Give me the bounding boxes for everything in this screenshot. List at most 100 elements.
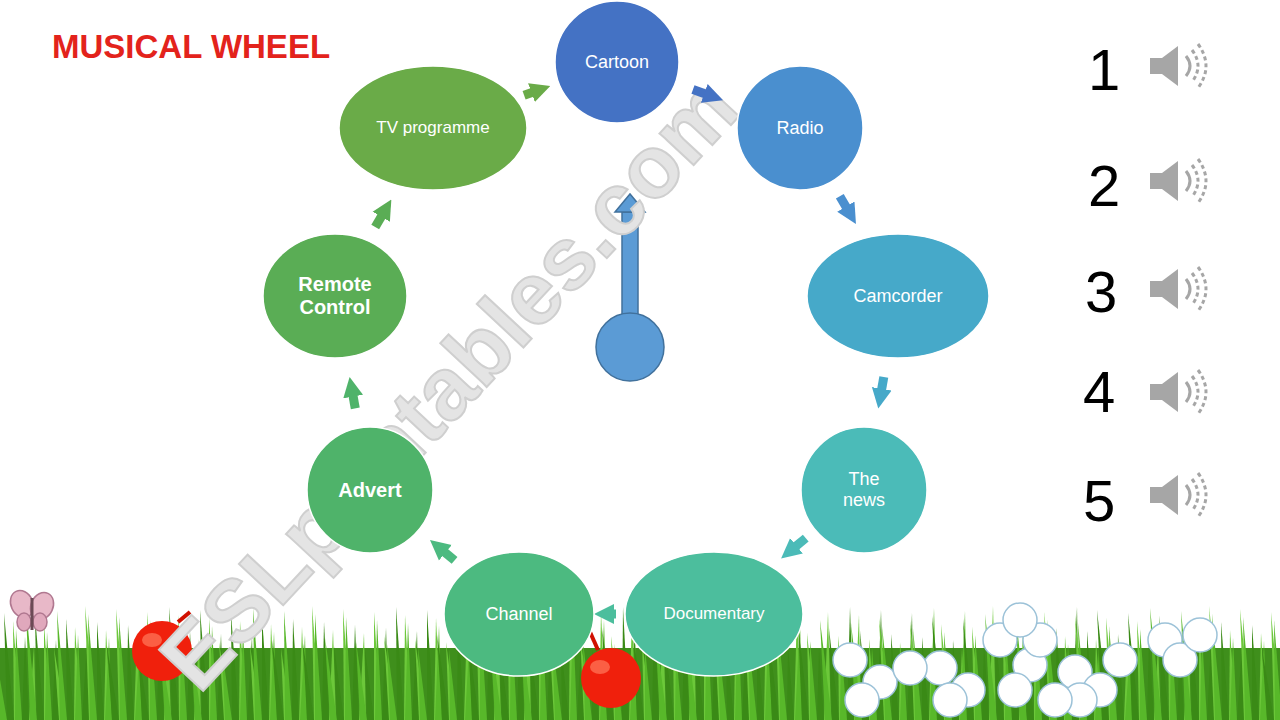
grass-blade [1262, 649, 1274, 720]
grass-blade [820, 620, 832, 720]
grass-blade [787, 646, 794, 720]
grass-blade [446, 642, 456, 720]
grass-blade [418, 647, 427, 720]
flower [893, 651, 927, 685]
grass-blade [1240, 609, 1251, 720]
grass-blade [1140, 629, 1147, 720]
grass-blade [13, 621, 21, 720]
grass-blade [345, 617, 352, 720]
flower [1038, 683, 1072, 717]
grass-blade [66, 619, 74, 720]
grass-blade [384, 636, 396, 720]
node-content: Advert [306, 426, 434, 554]
grass-blade [1137, 621, 1146, 720]
grass-blade [44, 624, 51, 720]
flower [933, 683, 967, 717]
flower [998, 673, 1032, 707]
callout-number: 1 [1088, 36, 1120, 103]
node-content: Camcorder [806, 233, 990, 359]
node-label: Cartoon [585, 52, 649, 73]
wheel-ellipse: Camcorder [806, 233, 990, 359]
flowers [833, 603, 1217, 717]
callout-number: 5 [1083, 467, 1115, 534]
grass-blade [74, 627, 81, 720]
wheel-ellipse: Channel [443, 551, 595, 677]
grass-blade [45, 632, 52, 720]
grass-blade [829, 628, 839, 720]
grass-blade [315, 614, 322, 720]
node-label: Documentary [663, 604, 764, 624]
grass-blade [810, 641, 817, 720]
grass-blade [119, 617, 127, 720]
grass-blade [1243, 617, 1252, 720]
wheel-ellipse: Advert [306, 426, 434, 554]
grass-blade [116, 609, 126, 720]
grass-blade [375, 620, 382, 720]
grass-blade [343, 609, 351, 720]
speaker-icon [1150, 159, 1206, 203]
grass-blade [107, 646, 119, 720]
butterfly [6, 587, 58, 631]
wheel-ellipse: The news [800, 426, 928, 554]
grass-blade [15, 629, 22, 720]
node-content: Documentary [624, 551, 804, 677]
grass-blade [88, 614, 97, 720]
wheel-ellipse: Remote Control [262, 233, 408, 359]
cycle-arrow [840, 196, 847, 208]
node-content: TV programme [338, 65, 528, 191]
wheel-ellipse: TV programme [338, 65, 528, 191]
cycle-arrow [375, 215, 382, 227]
grass-blade [127, 625, 134, 720]
grass-blade [449, 650, 457, 720]
callout-number: 2 [1088, 152, 1120, 219]
flower [923, 651, 957, 685]
node-label: Advert [338, 479, 401, 502]
callout-number: 4 [1083, 358, 1115, 425]
grass-blade [303, 643, 314, 720]
node-content: Radio [736, 65, 864, 191]
flower [1183, 618, 1217, 652]
grass-blade [807, 633, 816, 720]
node-label: Camcorder [853, 286, 942, 307]
flower [1003, 603, 1037, 637]
title: MUSICAL WHEEL [52, 28, 330, 66]
node-content: Channel [443, 551, 595, 677]
grass-blade [415, 639, 426, 720]
cycle-arrow [524, 92, 533, 95]
cycle-arrow [795, 538, 806, 547]
speaker-icon [1150, 44, 1206, 88]
grass-blade [85, 606, 96, 720]
speaker-icon [1150, 370, 1206, 414]
grass-blade [1230, 638, 1237, 720]
grass-blade [75, 635, 82, 720]
grass-blade [1229, 630, 1236, 720]
grass-blade [1274, 620, 1280, 720]
grass-blade [365, 649, 374, 720]
cycle-arrow [353, 395, 355, 409]
grass-blade [387, 644, 397, 720]
flower [1103, 643, 1137, 677]
grass-blade [4, 613, 14, 720]
wheel-ellipse: Cartoon [554, 0, 680, 124]
speaker-icons [1150, 44, 1206, 517]
cycle-arrow [444, 551, 455, 560]
node-content: The news [800, 426, 928, 554]
node-label: The news [829, 469, 899, 510]
node-content: Cartoon [554, 0, 680, 124]
grass-blade [97, 622, 104, 720]
grass-blade [404, 615, 411, 720]
cycle-arrow [693, 89, 706, 94]
grass-blade [374, 612, 381, 720]
grass-blade [1221, 622, 1229, 720]
node-label: Remote Control [285, 273, 385, 319]
grass-blade [427, 610, 434, 720]
node-label: TV programme [376, 118, 489, 138]
speaker-icon [1150, 473, 1206, 517]
grass-blade [292, 619, 299, 720]
grass-blade [334, 646, 344, 720]
cycle-arrow [881, 377, 883, 391]
wheel-ellipse: Radio [736, 65, 864, 191]
grass-blade [57, 611, 67, 720]
